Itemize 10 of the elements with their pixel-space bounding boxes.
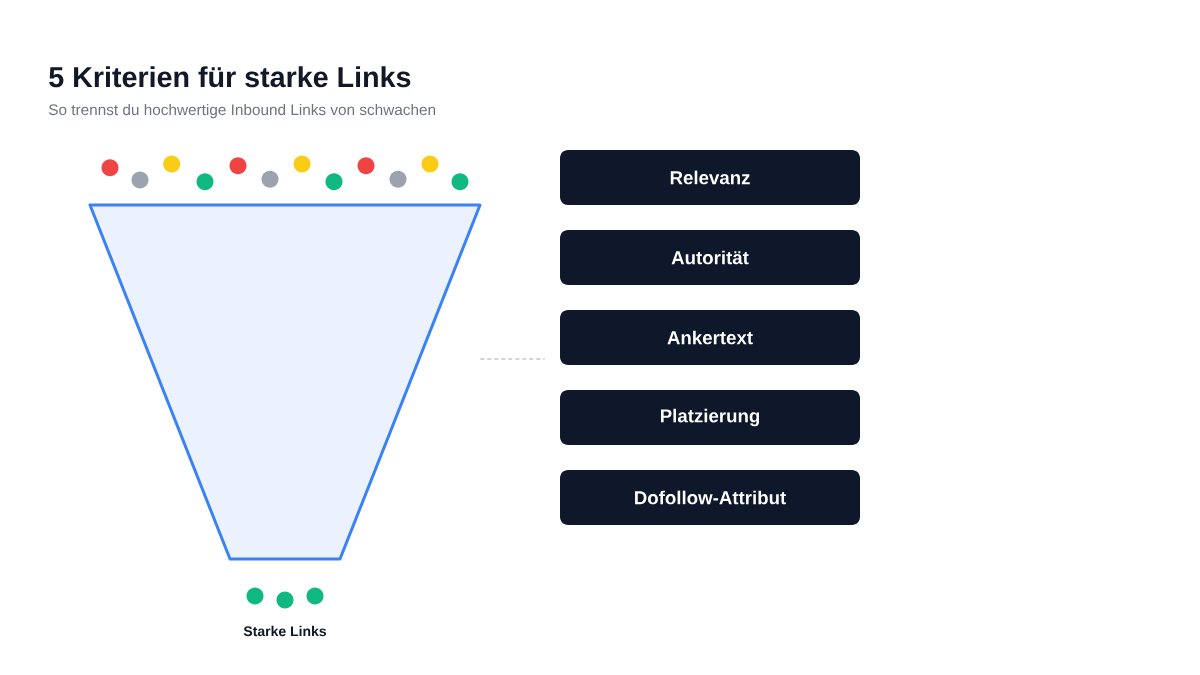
dashed-connector xyxy=(479,358,546,360)
output-caption: Starke Links xyxy=(243,625,327,637)
criterion-box: Dofollow-Attribut xyxy=(560,470,860,525)
funnel-shape xyxy=(88,203,482,561)
criterion-box: Ankertext xyxy=(560,310,860,365)
criterion-box: Platzierung xyxy=(560,390,860,445)
criterion-box: Autorität xyxy=(560,230,860,285)
title: 5 Kriterien für starke Links xyxy=(49,66,411,88)
criterion-box: Relevanz xyxy=(560,150,860,205)
subtitle: So trennst du hochwertige Inbound Links von schwachen xyxy=(48,103,436,119)
